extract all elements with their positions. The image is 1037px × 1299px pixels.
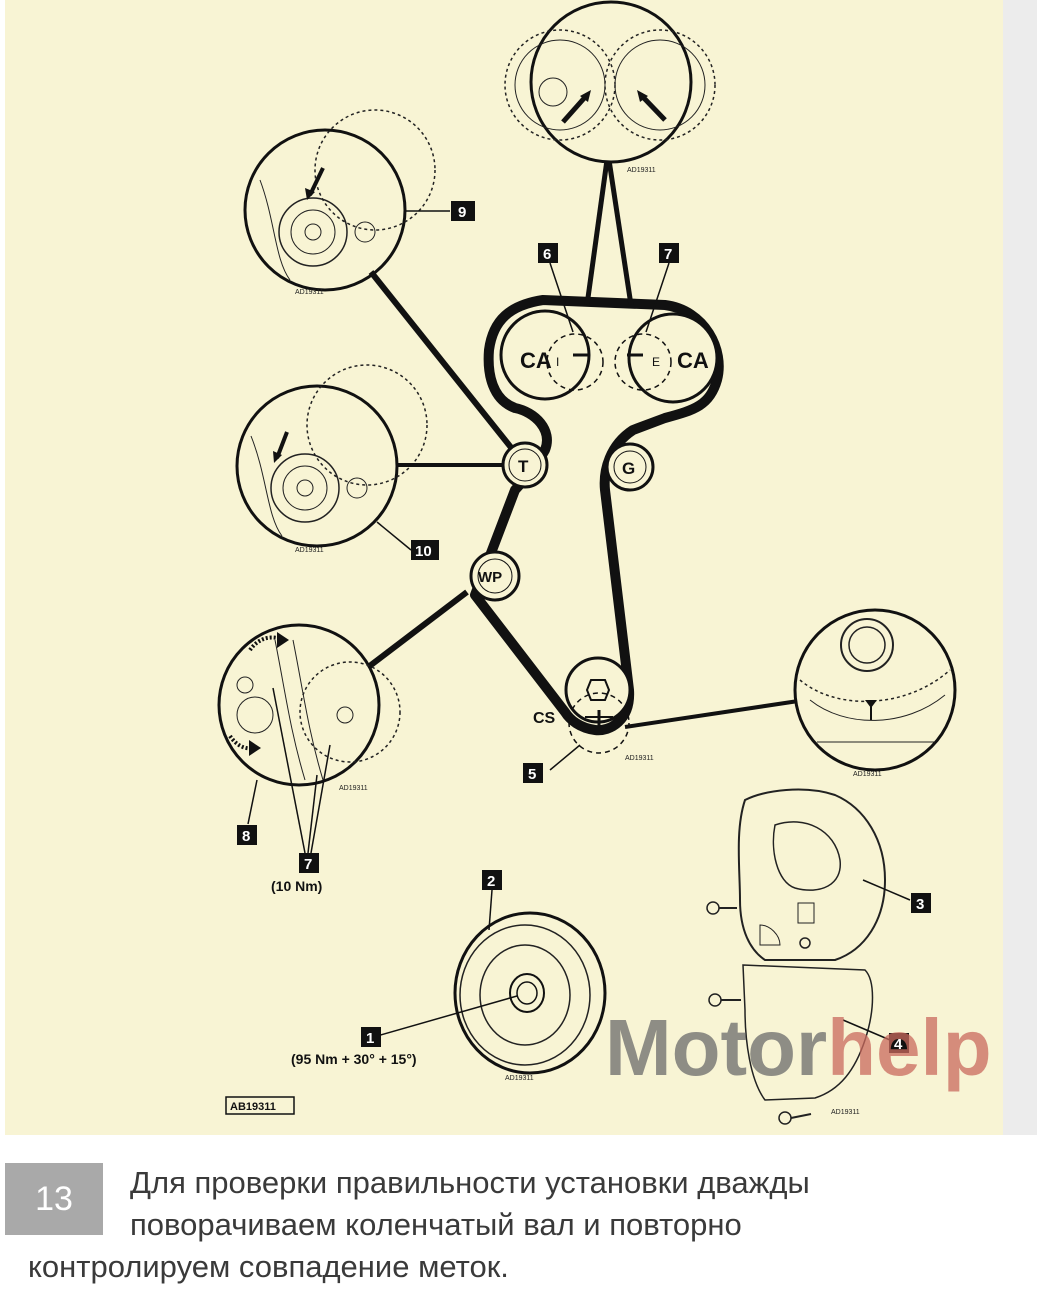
timing-cover: AD19311 [706,788,887,1125]
label-cs: CS [533,710,556,727]
timing-mark-circle-exhaust [614,333,672,391]
leader-top-inset-right [606,159,634,306]
caption-line-2: поворачиваем коленчатый вал и повторно [130,1207,742,1242]
callout-10: 10 [411,540,439,560]
inset-code-crank: AD19311 [625,755,654,762]
svg-text:8: 8 [242,828,250,845]
callout-7: 7 [299,853,319,873]
inset-code-crank-right: AD19311 [853,771,882,778]
caption-area: 13 Для проверки правильности установки д… [0,1135,1037,1299]
rotation-arrow-icon [277,632,289,648]
label-wp: WP [478,569,502,586]
water-pump-pulley: WP [469,550,521,602]
timing-mark-circle-intake [546,333,604,391]
svg-text:AB19311: AB19311 [230,1101,276,1113]
label-t: T [518,457,529,476]
callout-2: 2 [482,870,502,890]
callout-6-right: 7 [659,243,679,263]
label-ca-left: CA [520,348,552,373]
inset-camshaft-marks: AD19311 [504,0,716,174]
inset-code-8: AD19311 [339,785,368,792]
label-ca-right: CA [677,348,709,373]
leader-inset-9 [368,270,520,457]
caption-line-1: Для проверки правильности установки дваж… [130,1165,810,1200]
callout-8: 8 [237,825,257,845]
scroll-gutter [1003,0,1037,1135]
svg-text:9: 9 [458,204,466,221]
tensioner-pulley: T [501,441,549,489]
callout-1: 1 [361,1027,381,1047]
arrow-icon [639,93,667,122]
callout-3: 3 [911,893,931,913]
crankshaft-damper-pulley: AD19311 [453,911,607,1082]
mark-label-intake: I [556,355,559,369]
inset-code-pulley: AD19311 [505,1075,534,1082]
crankshaft-pulley: CS AD19311 [533,656,654,762]
leader-inset-crank [624,698,806,729]
callout-5: 5 [523,763,543,783]
mark-label-exhaust: E [652,355,660,369]
torque-1: (95 Nm + 30° + 15°) [291,1051,417,1067]
svg-text:4: 4 [894,1036,903,1053]
camshaft-pulley-right: CA [627,312,719,404]
svg-text:1: 1 [366,1030,374,1047]
inset-code-10: AD19311 [295,547,324,554]
svg-text:10: 10 [415,543,432,560]
caption-line-3: контролируем совпадение меток. [28,1249,509,1284]
svg-text:5: 5 [528,766,536,783]
svg-text:2: 2 [487,873,495,890]
watermark-motorhelp: Motorhelp [605,1003,992,1092]
svg-text:7: 7 [664,246,672,263]
leader-inset-8 [365,589,469,671]
figure-code-box: AB19311 [225,1096,295,1115]
inset-tensioner-adjust: AD19311 [217,623,401,792]
idler-pulley: G [605,442,655,492]
svg-text:3: 3 [916,896,924,913]
inset-tensioner-middle: AD19311 [235,364,428,554]
callout-9: 9 [451,201,475,221]
crank-mark-circle [568,692,630,754]
inset-code-9: AD19311 [295,289,324,296]
label-g: G [622,459,635,478]
timing-belt-diagram: CA I CA E 6 7 AD19311 [5,0,1003,1135]
svg-text:6: 6 [543,246,551,263]
inset-code-cover: AD19311 [831,1109,860,1116]
bolt-icon [706,901,720,915]
inset-tensioner-top: AD19311 [243,109,436,296]
bolt-icon [778,1111,792,1125]
inset-crank-sprocket: AD19311 [793,608,957,778]
timing-belt [470,295,724,736]
bolt-icon [799,937,811,949]
callout-4: 4 [889,1033,909,1053]
arrow-icon [308,167,325,196]
step-number-badge: 13 [5,1163,103,1235]
svg-text:7: 7 [304,856,312,873]
leader-top-inset-left [584,159,610,306]
inset-code-top: AD19311 [627,167,656,174]
callout-6-left: 6 [538,243,558,263]
torque-7: (10 Nm) [271,878,322,894]
arrow-icon [561,93,589,124]
